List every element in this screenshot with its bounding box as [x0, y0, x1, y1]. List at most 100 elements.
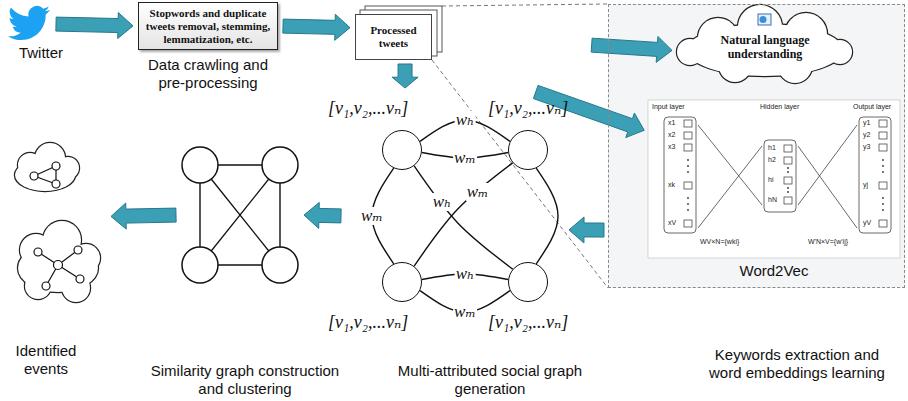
caption-text: Data crawling and pre-processing: [143, 56, 273, 92]
network-figure: [882, 197, 884, 199]
network-figure: [882, 209, 884, 211]
figure-label: yV: [863, 219, 871, 227]
network-figure: [687, 159, 884, 211]
nlu-cloud: [677, 5, 852, 83]
graph-vertex: [v₁,v₂,...vₙ]: [382, 262, 422, 302]
graph-edge: [414, 163, 513, 266]
edge-label: wₘ: [453, 303, 477, 321]
similarity-graph: [200, 165, 280, 265]
network-figure: [784, 145, 792, 152]
event-cluster: [18, 221, 100, 302]
leader-line: [432, 4, 608, 288]
network-figure: [687, 203, 689, 205]
network-figure: [684, 144, 692, 151]
box-text: Natural language understanding: [709, 33, 821, 61]
twitter-bird: [8, 6, 50, 40]
figure-label: y1: [863, 119, 870, 127]
figure-label: yj: [863, 181, 868, 189]
network-figure: [879, 144, 887, 151]
graph-vertex: [v₁,v₂,...vₙ]: [508, 130, 548, 170]
network-figure: [687, 165, 689, 167]
event-cluster: [42, 282, 50, 290]
event-cluster: [76, 275, 84, 283]
similarity-graph: [200, 165, 280, 265]
block-arrow: [591, 36, 672, 62]
figure-label: x2: [668, 131, 675, 139]
event-cluster: [52, 180, 60, 188]
network-figure: [664, 117, 891, 233]
graph-edge: [536, 168, 558, 264]
vector-label: [v₁,v₂,...vₙ]: [488, 312, 568, 332]
caption-text: Similarity graph construction and cluste…: [150, 362, 340, 398]
network-figure: [787, 191, 789, 193]
network-figure: [684, 132, 692, 139]
similarity-graph: [182, 147, 298, 283]
edge-label: wₕ: [455, 111, 476, 129]
similarity-graph: [262, 147, 298, 183]
event-cluster: [15, 143, 100, 302]
block-arrow: [392, 64, 418, 88]
box-text: Processed tweets: [360, 24, 427, 50]
twitter-bird: [8, 6, 50, 40]
network-figure: [798, 125, 857, 205]
event-cluster: [54, 261, 63, 270]
network-figure: [687, 209, 689, 211]
twitter-icon: Twitter: [8, 2, 52, 42]
network-figure: [684, 120, 887, 227]
graph-edge: [414, 166, 513, 269]
network-figure: [787, 167, 789, 169]
similarity-graph: [200, 165, 280, 265]
event-cluster: [52, 162, 60, 170]
network-figure: [698, 146, 762, 228]
figure-label: y2: [863, 131, 870, 139]
caption-text: Word2Vec: [648, 262, 900, 280]
edge-label: wₘ: [466, 183, 490, 201]
network-figure: [879, 120, 887, 127]
figure-label: x1: [668, 119, 675, 127]
similarity-graph: [182, 147, 218, 183]
network-figure: [684, 182, 692, 189]
leader-line: [432, 60, 608, 288]
network-figure: [859, 117, 891, 233]
caption-text: Twitter: [8, 44, 74, 62]
figure-label: hN: [768, 196, 777, 204]
block-arrow: [111, 203, 176, 229]
nlu-cloud: [677, 5, 852, 83]
network-figure: [784, 157, 792, 164]
network-figure: [784, 177, 792, 184]
figure-label: Output layer: [853, 103, 891, 111]
block-arrow: [304, 202, 341, 228]
similarity-graph: [182, 247, 218, 283]
network-figure: [687, 159, 689, 161]
figure-label: xk: [668, 181, 675, 189]
network-figure: [882, 171, 884, 173]
event-cluster: [15, 143, 79, 191]
figure-label: x3: [668, 143, 675, 151]
network-figure: [648, 100, 900, 258]
edge-label: wₘ: [453, 149, 477, 167]
network-figure: [882, 165, 884, 167]
block-arrow: [569, 217, 604, 243]
vector-label: [v₁,v₂,...vₙ]: [328, 98, 408, 118]
network-figure: [687, 197, 689, 199]
cloud-shape: Natural language understanding: [680, 8, 850, 86]
process-box: Stopwords and duplicate tweets removal, …: [138, 2, 278, 50]
vector-label: [v₁,v₂,...vₙ]: [488, 98, 568, 118]
box-text: Stopwords and duplicate tweets removal, …: [143, 7, 273, 46]
figure-label: W'N×V={w'ij}: [808, 238, 848, 246]
figure-label: Hidden layer: [760, 103, 799, 111]
similarity-graph: [262, 247, 298, 283]
event-cluster: [18, 221, 100, 302]
block-arrow: [56, 13, 133, 39]
event-cluster: [30, 162, 84, 290]
network-figure: [798, 146, 857, 228]
nlu-cloud: [677, 5, 852, 83]
event-cluster: [34, 248, 42, 256]
figure-label: Input layer: [652, 103, 685, 111]
similarity-graph: Similarity graph construction and cluste…: [180, 145, 300, 285]
similarity-graph: [182, 147, 298, 283]
graph-vertex: [v₁,v₂,...vₙ]: [508, 262, 548, 302]
edge-label: wₕ: [432, 193, 453, 211]
network-figure: [784, 197, 792, 204]
event-cluster: [15, 143, 79, 191]
